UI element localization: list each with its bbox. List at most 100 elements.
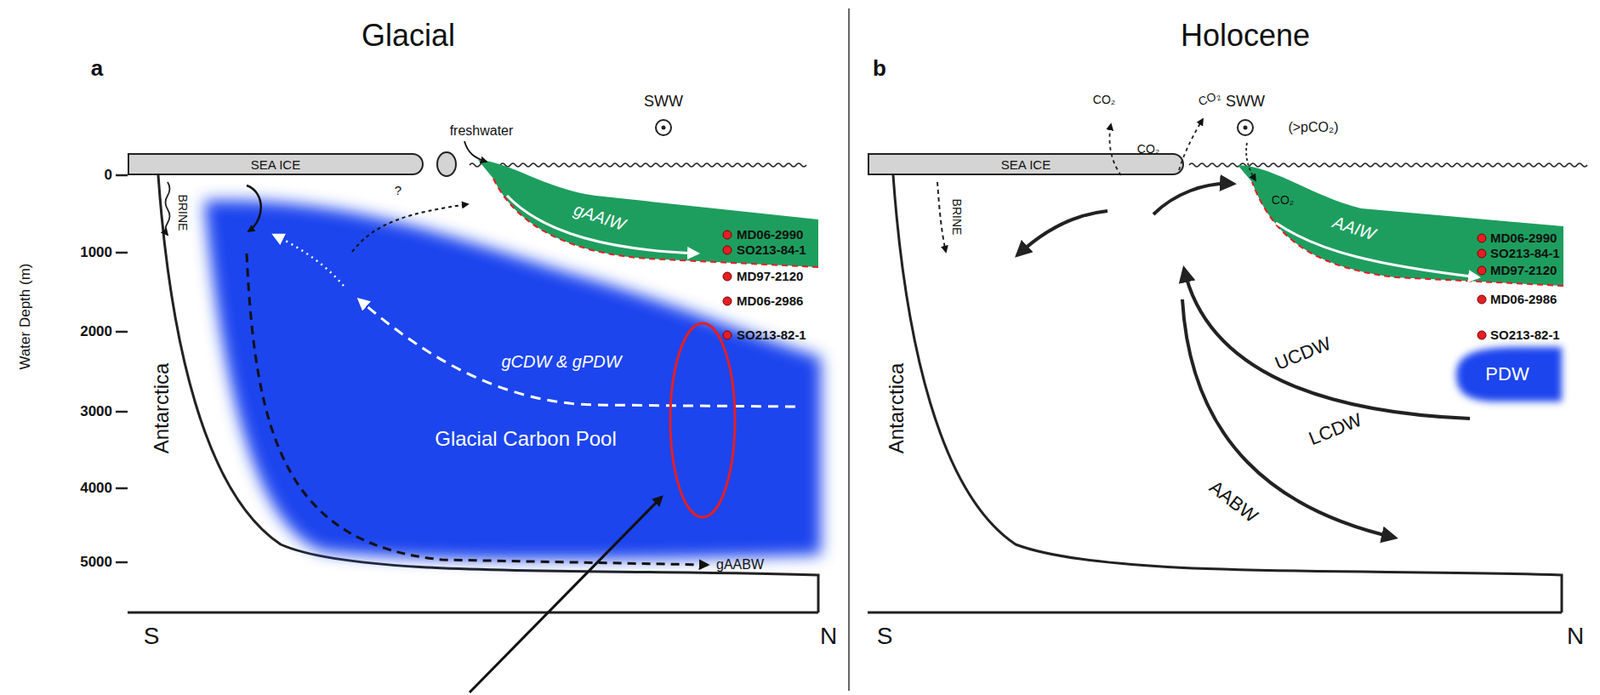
sea-surface — [1189, 163, 1588, 167]
panel-divider — [848, 8, 850, 691]
bottom-water-arrow — [246, 253, 708, 565]
freshwater-arrow — [464, 141, 487, 162]
core-dot — [723, 230, 732, 240]
brine-label: BRINE — [949, 199, 963, 236]
core-label: MD06-2990 — [1490, 231, 1557, 246]
wind-label: SWW — [643, 93, 684, 111]
wind-symbol — [655, 119, 672, 136]
core-label: MD06-2986 — [736, 294, 803, 309]
core-label: SO213-82-1 — [736, 328, 807, 343]
axis-title: Water Depth (m) — [17, 262, 35, 370]
core-label: SO213-84-1 — [1490, 246, 1561, 262]
co2-label: CO₂ — [1137, 142, 1160, 156]
water-mass-label: Glacial Carbon Pool — [434, 428, 616, 450]
tick — [115, 174, 128, 177]
direction-label: N — [1566, 623, 1584, 650]
water-mass-fill — [478, 159, 819, 268]
panel-title: Holocene — [1180, 18, 1310, 53]
panel-letter: a — [91, 56, 103, 81]
co2-label: CO₂ — [1196, 88, 1223, 109]
outgassing-arrow — [1110, 124, 1122, 176]
sea-ice-bar: SEA ICE — [867, 153, 1185, 176]
core-dot — [1477, 266, 1487, 275]
co2-label: (>pCO₂) — [1287, 119, 1339, 136]
sea-surface — [469, 163, 807, 167]
tick — [115, 410, 128, 414]
tick — [115, 561, 128, 564]
boundary-dashes — [1252, 182, 1564, 286]
water-mass-label: gCDW & gPDW — [501, 353, 621, 371]
depth-tick-label: 2000 — [79, 324, 113, 341]
core-sites — [1477, 233, 1487, 340]
uncertain-arrow — [352, 204, 468, 252]
upwelling-arrow — [273, 234, 344, 286]
question-mark: ? — [394, 183, 402, 199]
depth-tick-label: 3000 — [79, 404, 113, 421]
core-label: SO213-84-1 — [736, 243, 807, 258]
tick — [115, 330, 128, 334]
core-dot — [1477, 233, 1487, 243]
water-mass-label: PDW — [1485, 364, 1529, 384]
intermediate-water-arrow — [506, 195, 698, 254]
wind-symbol-dot — [1243, 125, 1248, 131]
depth-tick-label: 5000 — [79, 554, 113, 571]
water-mass-fill — [1456, 347, 1562, 402]
panel-title: Glacial — [361, 18, 456, 53]
brine-arrow — [937, 182, 946, 252]
deep-water-arrow — [1184, 268, 1470, 419]
water-mass-label: LCDW — [1305, 409, 1365, 450]
tick — [115, 487, 128, 490]
direction-label: N — [819, 623, 838, 650]
core-label: MD06-2990 — [736, 227, 803, 243]
water-mass-label: UCDW — [1272, 333, 1335, 375]
depth-tick-label: 1000 — [79, 244, 113, 262]
intermediate-water-arrow — [1275, 222, 1479, 278]
water-mass-label: AABW — [1205, 477, 1262, 528]
core-dot — [1477, 330, 1487, 340]
sea-ice-label: SEA ICE — [1001, 158, 1051, 171]
outgassing-arrow — [1178, 119, 1203, 171]
highlight-ellipse — [670, 323, 735, 518]
bottom-water-arrow — [1182, 299, 1396, 538]
sea-ice-label: SEA ICE — [250, 158, 301, 171]
northward-arrow — [1153, 183, 1234, 215]
direction-label: S — [143, 623, 160, 650]
panel-letter: b — [872, 56, 887, 81]
core-dot — [723, 245, 732, 255]
wind-label: SWW — [1225, 93, 1265, 111]
core-dot — [1477, 295, 1487, 304]
core-dot — [1477, 249, 1487, 258]
depth-ticks — [115, 175, 128, 563]
co2-label: CO₂ — [1271, 193, 1294, 207]
core-dot — [723, 330, 732, 340]
sea-ice-bar: SEA ICE — [127, 153, 424, 176]
core-label: SO213-82-1 — [1490, 328, 1561, 343]
depth-tick-label: 0 — [104, 167, 113, 184]
brine-arrow — [165, 182, 171, 235]
southward-arrow — [1017, 210, 1108, 256]
core-sites — [723, 230, 732, 340]
deep-water-arrow — [358, 299, 796, 407]
water-mass-label: gAABW — [716, 557, 764, 573]
co2-label: CO₂ — [1093, 93, 1116, 107]
ice-floe — [437, 152, 456, 177]
depth-tick-label: 4000 — [79, 480, 113, 497]
direction-label: S — [876, 623, 894, 650]
core-label: MD97-2120 — [1490, 263, 1557, 279]
wind-symbol-dot — [661, 125, 667, 131]
core-label: MD97-2120 — [736, 269, 803, 285]
water-mass-blob: PDW — [1446, 345, 1566, 404]
water-mass-fill — [1237, 165, 1564, 286]
pointer-arrow — [469, 496, 662, 693]
core-label: MD06-2986 — [1490, 292, 1557, 308]
water-label: freshwater — [449, 123, 514, 139]
tick — [115, 251, 128, 255]
section-base — [867, 611, 1562, 615]
sinking-arrow — [246, 185, 262, 232]
land-label: Antarctica — [150, 363, 173, 455]
wind-symbol — [1237, 119, 1253, 136]
boundary-dashes — [493, 178, 819, 268]
